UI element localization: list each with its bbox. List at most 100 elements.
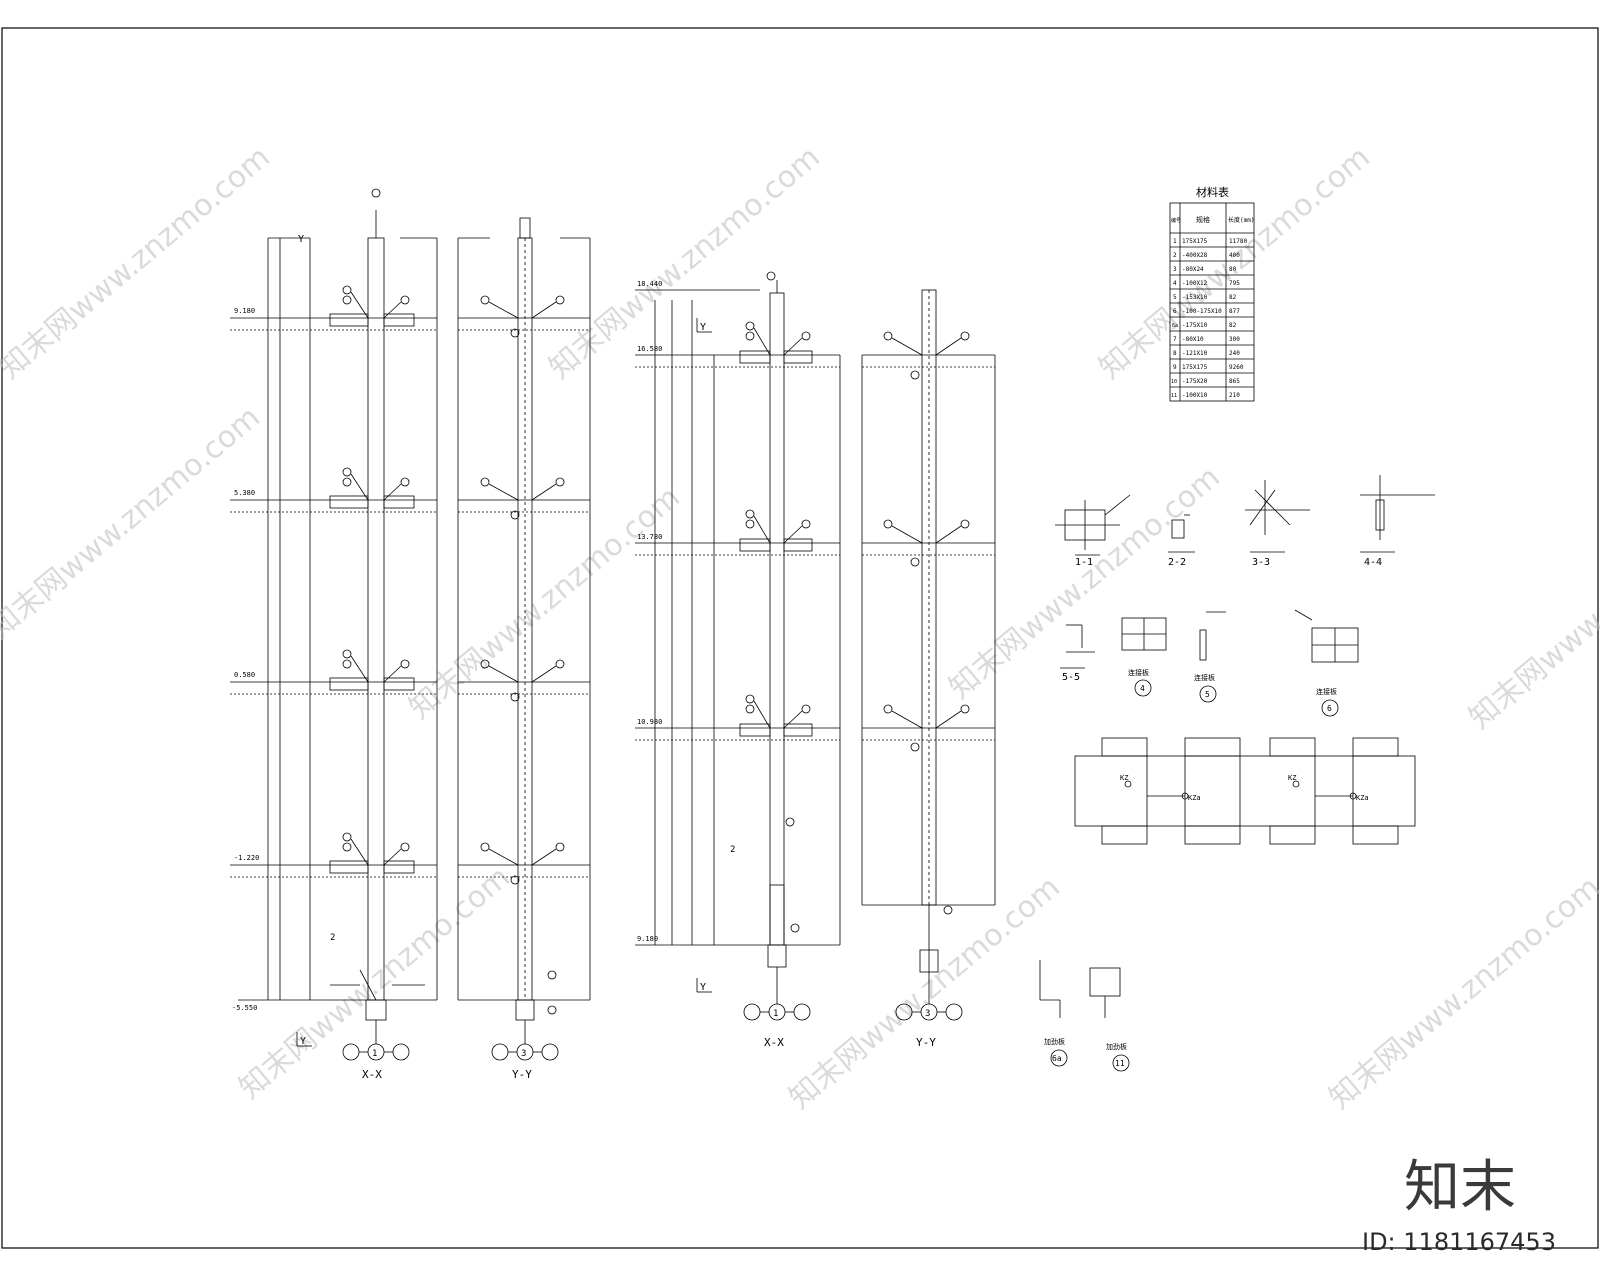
table-cell: -100-175X10 [1182,308,1222,315]
image-id: ID: 1181167453 [1362,1228,1556,1256]
view-xx-right-labels: 18.440 16.580 13.780 10.980 9.180 2 Y Y … [637,280,784,1049]
axis-number: 3 [521,1049,526,1059]
table-cell: 11780 [1229,238,1247,245]
plate-label: 加劲板 [1106,1042,1127,1051]
table-cell: -175X20 [1182,378,1208,385]
level-label: -5.550 [232,1004,257,1012]
plate-number: 11 [1115,1059,1125,1068]
level-label: 13.780 [637,533,662,541]
table-cell: 795 [1229,280,1240,287]
table-cell: -80X10 [1182,336,1204,343]
axis-number: 1 [773,1009,778,1019]
watermark-text: 知末网www.znzmo.com [783,870,1067,1116]
column-view-xx-right [635,271,841,1021]
view-title: X-X [764,1036,784,1049]
level-label: 5.380 [234,489,255,497]
level-label: 0.580 [234,671,255,679]
watermark-text: 知末网www.znzmo.com [0,140,277,386]
plan-layout [1074,737,1416,845]
axis-glyph: Y [700,982,706,993]
watermark-text: 知末网www.znzmo.com [1323,870,1600,1116]
plate-number: 6a [1052,1054,1062,1063]
section-label: 2-2 [1168,557,1186,568]
table-header: 长度(mm) [1228,216,1254,224]
view-note: 2 [330,933,335,943]
level-label: 16.580 [637,345,662,353]
table-cell: 10 [1171,379,1177,385]
table-cell: 6a [1172,323,1178,329]
table-cell: 9 [1173,364,1177,371]
table-cell: 300 [1229,336,1240,343]
watermark-text: 知末网www.znzmo.com [403,480,687,726]
section-label: 5-5 [1062,672,1080,683]
table-cell: 1 [1173,238,1177,245]
plate-label: 加劲板 [1044,1037,1065,1046]
table-header: 规格 [1196,215,1210,224]
table-cell: 6 [1173,308,1177,315]
watermark-text: 知末网www.znzmo.com [1463,490,1600,736]
axis-glyph: Y [300,1036,306,1047]
column-view-yy-left [457,217,591,1061]
axis-glyph: Y [700,322,706,333]
column-view-xx-left [230,188,438,1061]
table-cell: 240 [1229,350,1240,357]
plate-number: 5 [1205,690,1210,699]
table-cell: 877 [1229,308,1240,315]
plate-label: 连接板 [1316,687,1337,696]
view-title: X-X [362,1068,382,1081]
table-cell: 175X175 [1182,364,1208,371]
plan-mark: KZa [1188,794,1201,802]
level-label: 9.180 [234,307,255,315]
watermark-text: 知末网www.znzmo.com [943,460,1227,706]
material-table: 材料表 编号 规格 长度(mm) 1 175X175 11780 2 -400X… [1169,185,1254,402]
view-yy-right-labels: 3 Y-Y [916,1009,936,1049]
plan-mark: KZa [1356,794,1369,802]
axis-glyph: Y [298,234,304,245]
view-note: 2 [730,845,735,855]
plate-label: 连接板 [1194,673,1215,682]
table-cell: 82 [1229,322,1237,329]
table-cell: 4 [1173,280,1177,287]
sheet-frame [1,27,1599,1249]
section-label: 3-3 [1252,557,1270,568]
table-cell: 3 [1173,266,1177,273]
table-cell: 80 [1229,266,1237,273]
table-cell: 400 [1229,252,1240,259]
table-cell: -153X10 [1182,294,1208,301]
table-header: 编号 [1171,217,1181,224]
table-cell: 11 [1171,393,1177,399]
view-yy-left-labels: 3 Y-Y [512,1049,532,1081]
plan-labels: KZ KZa KZ KZa [1120,774,1369,802]
column-view-yy-right [861,289,996,1021]
watermark-layer: 知末网www.znzmo.com 知末网www.znzmo.com 知末网www… [0,140,1600,1116]
section-detail-labels: 1-1 2-2 3-3 4-4 5-5 连接板 4 连接板 5 连接板 6 加劲… [1044,557,1382,1068]
view-title: Y-Y [916,1036,936,1049]
axis-number: 3 [925,1009,930,1019]
table-cell: 175X175 [1182,238,1208,245]
section-label: 1-1 [1075,557,1093,568]
table-cell: -121X10 [1182,350,1208,357]
plate-number: 4 [1140,684,1145,693]
table-cell: -175X10 [1182,322,1208,329]
level-label: 9.180 [637,935,658,943]
level-label: -1.220 [234,854,259,862]
plan-mark: KZ [1288,774,1296,782]
section-label: 4-4 [1364,557,1382,568]
plan-mark: KZ [1120,774,1128,782]
axis-number: 1 [372,1049,377,1059]
watermark-text: 知末网www.znzmo.com [0,400,267,646]
table-cell: 5 [1173,294,1177,301]
section-details [1039,475,1435,1072]
plate-number: 6 [1327,704,1332,713]
level-label: 18.440 [637,280,662,288]
table-cell: -100X12 [1182,280,1208,287]
material-table-title: 材料表 [1196,185,1229,199]
table-cell: 82 [1229,294,1237,301]
table-cell: -80X24 [1182,266,1204,273]
brand-logo: 知末 [1404,1155,1516,1220]
view-title: Y-Y [512,1068,532,1081]
table-cell: -400X28 [1182,252,1208,259]
table-cell: 8 [1173,350,1177,357]
view-xx-left-labels: 9.180 5.380 0.580 -1.220 -5.550 2 Y 1 X-… [232,234,382,1081]
